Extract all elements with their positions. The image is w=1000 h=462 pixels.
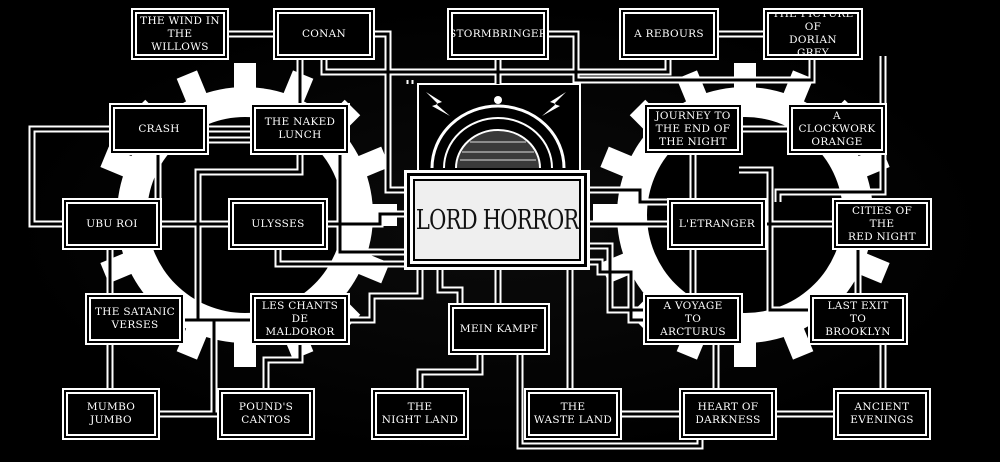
node-stormbringer: STORMBRINGER [449, 10, 547, 58]
node-conan: CONAN [275, 10, 373, 58]
central-title-frame: LORD HORROR [413, 179, 581, 261]
node-ubu-roi: UBU ROI [64, 200, 160, 248]
node-heart-of-darkness: HEART OF DARKNESS [681, 390, 775, 438]
central-title: LORD HORROR [415, 204, 579, 236]
node-a-voyage-to-arcturus: A VOYAGE TO ARCTURUS [645, 295, 741, 343]
node-crash: CRASH [111, 105, 207, 153]
node-letranger: L'ETRANGER [669, 200, 765, 248]
node-ancient-evenings: ANCIENT EVENINGS [835, 390, 929, 438]
node-the-wind-in-the-willows: THE WIND IN THE WILLOWS [133, 10, 227, 58]
node-les-chants-de-maldoror: LES CHANTS DE MALDOROR [252, 295, 348, 343]
node-mumbo-jumbo: MUMBO JUMBO [64, 390, 158, 438]
lightning-bolt-icon [426, 92, 566, 116]
dome-emblem [417, 83, 581, 173]
node-the-picture-of-dorian-grey: THE PICTURE OF DORIAN GREY [765, 8, 861, 59]
node-mein-kampf: MEIN KAMPF [450, 305, 548, 353]
central-title-plate: LORD HORROR [404, 170, 590, 270]
node-a-clockwork-orange: A CLOCKWORK ORANGE [789, 105, 885, 153]
node-journey-to-the-end-of-the-night: JOURNEY TO THE END OF THE NIGHT [645, 105, 741, 153]
node-the-satanic-verses: THE SATANIC VERSES [87, 295, 183, 343]
node-cities-of-the-red-night: CITIES OF THE RED NIGHT [834, 200, 930, 248]
node-a-rebours: A REBOURS [621, 10, 717, 58]
node-pounds-cantos: POUND'S CANTOS [219, 390, 313, 438]
node-ulysses: ULYSSES [230, 200, 326, 248]
node-the-naked-lunch: THE NAKED LUNCH [252, 105, 348, 153]
node-the-waste-land: THE WASTE LAND [526, 390, 620, 438]
node-the-night-land: THE NIGHT LAND [373, 390, 467, 438]
node-last-exit-to-brooklyn: LAST EXIT TO BROOKLYN [810, 295, 906, 343]
